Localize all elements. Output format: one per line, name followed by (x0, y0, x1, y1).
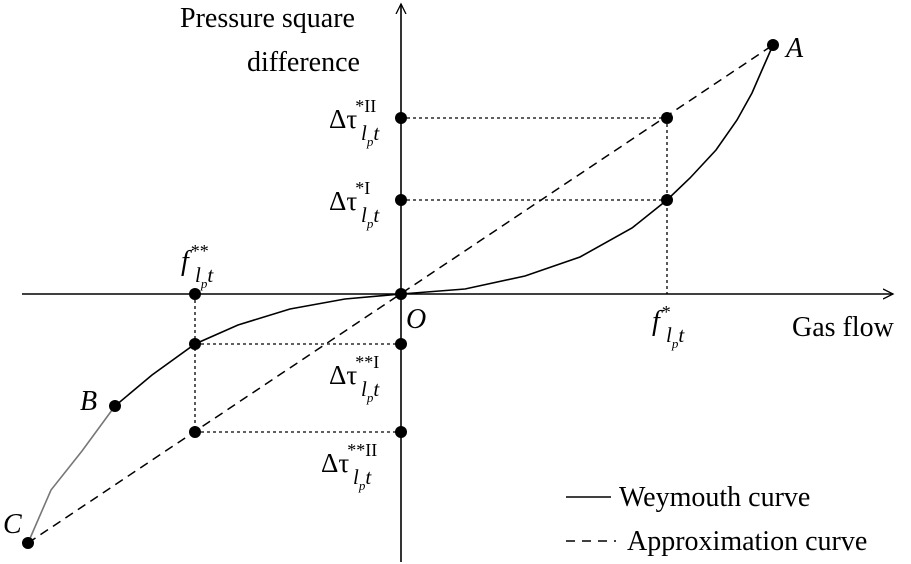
point-a (767, 39, 779, 51)
legend: Weymouth curve Approximation curve (566, 482, 867, 557)
point-approx-star (661, 112, 673, 124)
tau-dstar-II-label: Δτ**II (321, 440, 377, 478)
point-tau-star-II (395, 112, 407, 124)
f-dstar-subscript: lpt (195, 263, 214, 291)
tau-star-II-label: Δτ*II (329, 96, 376, 134)
point-weymouth-dstar (189, 338, 201, 350)
point-b (109, 400, 121, 412)
y-axis-title-line1: Pressure square (180, 3, 355, 34)
f-star-subscript: lpt (666, 323, 685, 351)
point-c (22, 537, 34, 549)
marker-points (22, 39, 779, 549)
f-star-label: f* (652, 302, 671, 337)
weymouth-curve-segment-bc (27, 405, 116, 544)
origin-label: O (406, 304, 426, 335)
point-tau-star-I (395, 194, 407, 206)
legend-weymouth-label: Weymouth curve (619, 482, 810, 513)
x-axis-title: Gas flow (792, 312, 895, 343)
weymouth-curve-negative (114, 293, 402, 407)
legend-approximation-label: Approximation curve (627, 526, 867, 557)
f-dstar-label: f** (181, 241, 209, 277)
point-tau-dstar-I (395, 338, 407, 350)
tau-dstar-II-subscript: lpt (353, 465, 372, 493)
point-origin (395, 288, 407, 300)
guide-lines (194, 117, 668, 433)
point-tau-dstar-II (395, 426, 407, 438)
tau-star-I-label: Δτ*I (329, 178, 370, 216)
label-a: A (784, 33, 804, 64)
y-axis-title-line2: difference (247, 47, 360, 78)
tau-dstar-I-label: Δτ**I (329, 352, 379, 390)
point-approx-dstar (189, 426, 201, 438)
tau-star-I-subscript: lpt (361, 203, 380, 231)
tau-dstar-I-subscript: lpt (361, 377, 380, 405)
weymouth-curve-positive (400, 44, 774, 295)
label-b: B (80, 386, 97, 417)
tau-star-II-subscript: lpt (361, 121, 380, 149)
label-c: C (3, 509, 22, 540)
point-weymouth-star (661, 194, 673, 206)
point-f-dstar (189, 288, 201, 300)
